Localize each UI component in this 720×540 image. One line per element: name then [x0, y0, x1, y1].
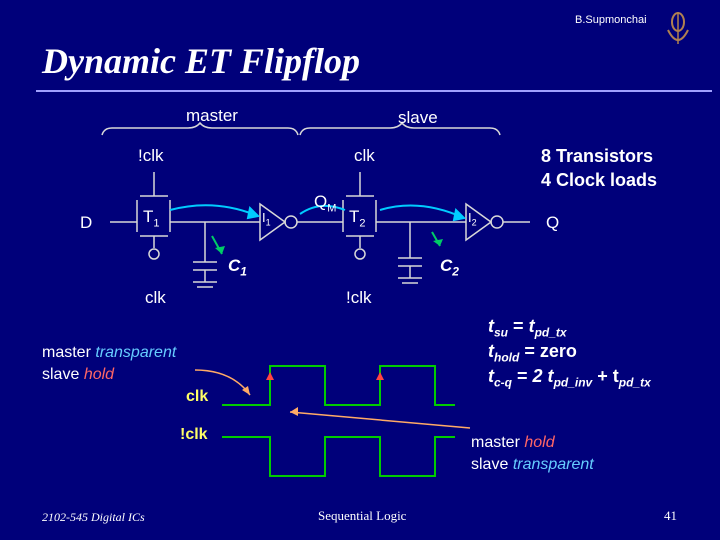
t1-label: T1	[143, 207, 160, 230]
q-output-label: Q	[546, 213, 560, 232]
clk-top-label: clk	[354, 146, 375, 165]
slave-hold-note: slave hold	[42, 366, 115, 383]
course-footer: 2102-545 Digital ICs	[42, 510, 145, 524]
master-hold-note: master hold	[471, 434, 555, 451]
thold-equation: thold = zero	[488, 341, 577, 365]
author-label: B.Supmonchai	[575, 14, 647, 26]
i1-label: I1	[262, 210, 271, 228]
slave-transparent-note: slave transparent	[471, 456, 594, 473]
master-label: master	[186, 106, 238, 125]
nclk-top-label: !clk	[138, 146, 164, 165]
c1-label: C1	[228, 256, 247, 279]
master-transparent-note: master transparent	[42, 344, 177, 361]
topic-footer: Sequential Logic	[318, 508, 407, 523]
page-number: 41	[664, 508, 677, 523]
i2-label: I2	[468, 210, 477, 228]
nclk-bottom-label: !clk	[346, 288, 372, 307]
t2-label: T2	[349, 207, 366, 230]
clk-bottom-label: clk	[145, 288, 166, 307]
qm-label: QM	[314, 192, 337, 215]
slide-title: Dynamic ET Flipflop	[42, 41, 360, 81]
clk-wave-label: clk	[186, 388, 209, 405]
c2-label: C2	[440, 256, 459, 279]
university-logo-icon	[667, 12, 689, 44]
clock-load-count: 4 Clock loads	[541, 170, 658, 190]
d-input-label: D	[80, 213, 93, 232]
tcq-equation: tc-q = 2 tpd_inv + tpd_tx	[488, 366, 651, 390]
tsu-equation: tsu = tpd_tx	[488, 316, 567, 340]
slave-label: slave	[398, 108, 438, 127]
transistor-count: 8 Transistors	[541, 146, 654, 166]
title-divider	[36, 90, 712, 92]
nclk-wave-label: !clk	[180, 426, 208, 443]
